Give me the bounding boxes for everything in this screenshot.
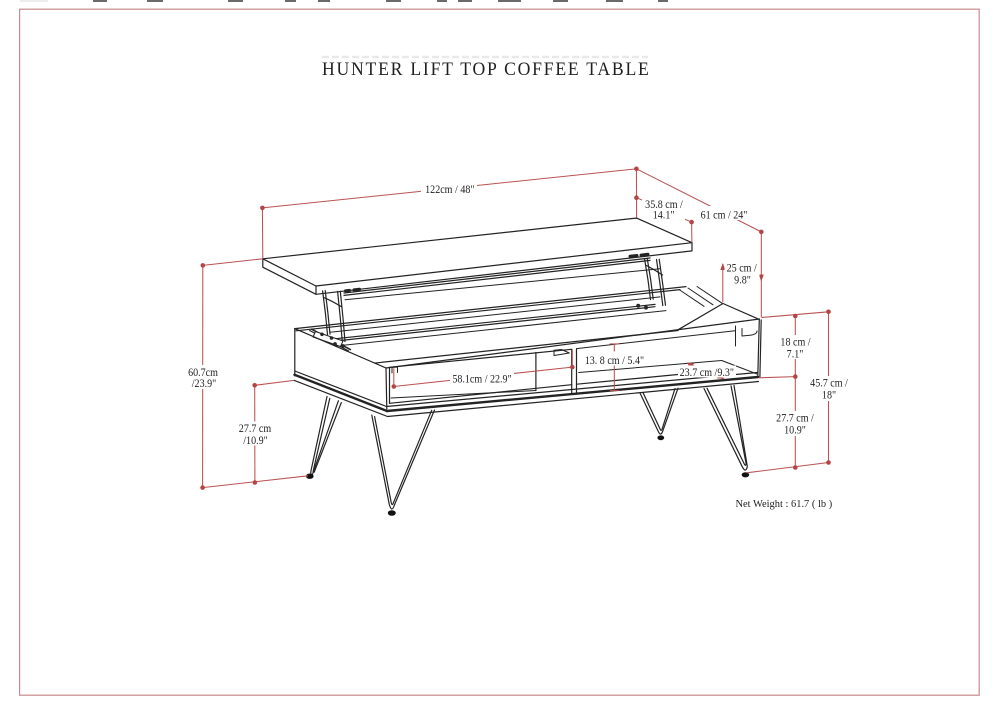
svg-text:23.7 cm /9.3": 23.7 cm /9.3" — [680, 366, 734, 379]
svg-text:18 cm /: 18 cm / — [780, 336, 810, 349]
svg-text:58.1cm / 22.9": 58.1cm / 22.9" — [452, 373, 511, 386]
svg-text:27.7 cm /: 27.7 cm / — [776, 412, 814, 425]
svg-text:10.9": 10.9" — [784, 424, 806, 437]
svg-text:27.7 cm: 27.7 cm — [239, 423, 272, 436]
svg-text:Net Weight : 61.7 ( lb ): Net Weight : 61.7 ( lb ) — [736, 498, 833, 510]
svg-text:45.7 cm /: 45.7 cm / — [810, 377, 848, 390]
svg-text:35.8 cm /: 35.8 cm / — [645, 198, 683, 211]
svg-text:7.1": 7.1" — [787, 348, 804, 361]
svg-text:18": 18" — [822, 389, 836, 402]
svg-text:/10.9": /10.9" — [243, 434, 267, 447]
svg-text:61 cm / 24": 61 cm / 24" — [701, 209, 748, 222]
svg-text:9.8": 9.8" — [734, 274, 751, 287]
svg-text:14.1": 14.1" — [653, 209, 675, 222]
svg-text:25 cm /: 25 cm / — [727, 262, 757, 275]
svg-text:122cm / 48": 122cm / 48" — [425, 183, 474, 196]
svg-text:/23.9": /23.9" — [192, 378, 216, 391]
svg-text:13. 8 cm / 5.4": 13. 8 cm / 5.4" — [585, 354, 644, 367]
svg-text:60.7cm: 60.7cm — [188, 366, 219, 379]
svg-text:HUNTER LIFT TOP COFFEE TABLE: HUNTER LIFT TOP COFFEE TABLE — [322, 59, 651, 80]
